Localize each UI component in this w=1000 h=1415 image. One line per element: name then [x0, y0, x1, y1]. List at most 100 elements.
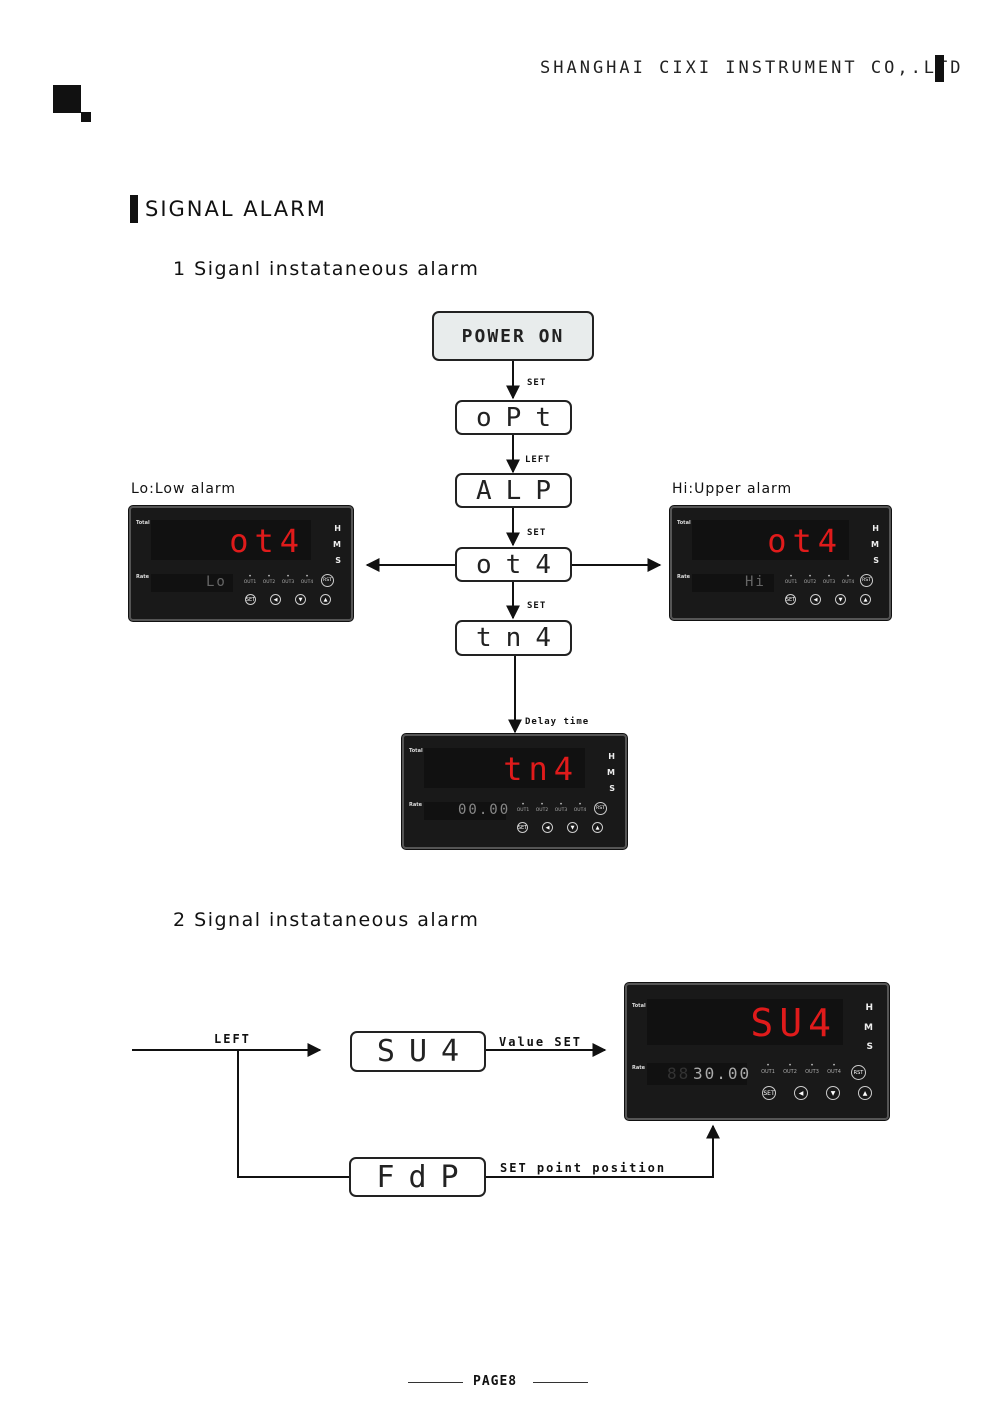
delay-time-label: Delay time [525, 717, 590, 727]
rate-display [151, 574, 233, 592]
set-button[interactable]: SET [762, 1086, 776, 1100]
power-on-box: POWER ON [432, 311, 594, 361]
total-label: Total [677, 520, 691, 526]
up-arrow-icon[interactable]: ▲ [860, 594, 871, 605]
low-alarm-label: Lo:Low alarm [131, 481, 237, 497]
rate-label: Rate [409, 802, 423, 808]
main-display [424, 748, 585, 788]
main-display [647, 999, 843, 1045]
subsection-title-1: 1 Siganl instataneous alarm [173, 258, 480, 280]
rate-label: Rate [136, 574, 150, 580]
out3-indicator: OUT3 [805, 1063, 819, 1075]
rate-display [424, 802, 506, 820]
left-label: LEFT [214, 1032, 251, 1046]
menu-box-opt: oPt [455, 400, 572, 435]
output-indicators: OUT1 OUT2 OUT3 OUT4 [243, 574, 314, 585]
down-arrow-icon[interactable]: ▼ [835, 594, 846, 605]
out1-indicator: OUT1 [784, 574, 798, 585]
arrow-label-set-1: SET [527, 378, 547, 388]
out3-indicator: OUT3 [281, 574, 295, 585]
menu-box-alp: ALP [455, 473, 572, 508]
menu-box-fdp: FdP [349, 1157, 486, 1197]
total-label: Total [409, 748, 423, 754]
main-display-value: SU4 [750, 1001, 837, 1045]
up-arrow-icon[interactable]: ▲ [320, 594, 331, 605]
rst-button[interactable]: RST [594, 802, 607, 815]
out4-indicator: OUT4 [573, 802, 587, 813]
rate-display [692, 574, 774, 592]
output-indicators: OUT1 OUT2 OUT3 OUT4 [784, 574, 855, 585]
value-set-label: Value SET [499, 1035, 583, 1049]
down-arrow-icon[interactable]: ▼ [295, 594, 306, 605]
out4-indicator: OUT4 [827, 1063, 841, 1075]
total-label: Total [632, 1003, 646, 1009]
main-display-value: ot4 [229, 522, 305, 560]
out3-indicator: OUT3 [554, 802, 568, 813]
meter-buttons: SET ◀ ▼ ▲ [245, 594, 331, 605]
rate-display-value: Hi [745, 574, 766, 590]
out1-indicator: OUT1 [243, 574, 257, 585]
main-display-value: ot4 [767, 522, 843, 560]
upper-alarm-label: Hi:Upper alarm [672, 481, 793, 497]
up-arrow-icon[interactable]: ▲ [858, 1086, 872, 1100]
out2-indicator: OUT2 [783, 1063, 797, 1075]
left-arrow-icon[interactable]: ◀ [270, 594, 281, 605]
rate-display-value: 30.00 [693, 1064, 752, 1083]
down-arrow-icon[interactable]: ▼ [826, 1086, 840, 1100]
set-button[interactable]: SET [245, 594, 256, 605]
down-arrow-icon[interactable]: ▼ [567, 822, 578, 833]
subsection-title-2: 2 Signal instataneous alarm [173, 909, 480, 931]
unit-h: H [872, 524, 879, 533]
footer-line-left [408, 1382, 463, 1383]
company-name: SHANGHAI CIXI INSTRUMENT CO,.LTD [540, 58, 964, 78]
rst-button[interactable]: RST [851, 1065, 866, 1080]
out1-indicator: OUT1 [516, 802, 530, 813]
unit-m: M [607, 768, 615, 777]
left-arrow-icon[interactable]: ◀ [794, 1086, 808, 1100]
left-arrow-icon[interactable]: ◀ [810, 594, 821, 605]
out2-indicator: OUT2 [535, 802, 549, 813]
main-display [692, 520, 849, 560]
meter-delay-time: Total tn4 H M S Rate 00.00 OUT1 OUT2 OUT… [402, 734, 627, 849]
header-accent-bar [935, 55, 944, 82]
out4-indicator: OUT4 [841, 574, 855, 585]
logo-dot-icon [81, 112, 91, 122]
arrow-label-left: LEFT [525, 455, 551, 465]
unit-m: M [864, 1023, 873, 1033]
rst-button[interactable]: RST [321, 574, 334, 587]
rate-display [647, 1063, 747, 1085]
up-arrow-icon[interactable]: ▲ [592, 822, 603, 833]
unit-s: S [866, 1042, 873, 1052]
meter-value-set: Total SU4 H M S Rate 88 30.00 OUT1 OUT2 … [625, 983, 889, 1120]
unit-m: M [871, 540, 879, 549]
arrow-label-set-2: SET [527, 528, 547, 538]
rate-label: Rate [632, 1065, 646, 1071]
rst-button[interactable]: RST [860, 574, 873, 587]
meter-buttons: SET ◀ ▼ ▲ [517, 822, 603, 833]
unit-h: H [334, 524, 341, 533]
output-indicators: OUT1 OUT2 OUT3 OUT4 [761, 1063, 841, 1075]
main-display [151, 520, 311, 560]
menu-box-tn4: tn4 [455, 620, 572, 656]
out2-indicator: OUT2 [262, 574, 276, 585]
meter-buttons: SET ◀ ▼ ▲ [785, 594, 871, 605]
meter-low-alarm: Total ot4 H M S Rate Lo OUT1 OUT2 OUT3 O… [129, 506, 353, 621]
output-indicators: OUT1 OUT2 OUT3 OUT4 [516, 802, 587, 813]
set-button[interactable]: SET [785, 594, 796, 605]
rate-display-value: Lo [206, 574, 227, 590]
meter-buttons: SET ◀ ▼ ▲ [762, 1086, 872, 1100]
out3-indicator: OUT3 [822, 574, 836, 585]
left-arrow-icon[interactable]: ◀ [542, 822, 553, 833]
rate-display-dim-digits: 88 [667, 1064, 691, 1083]
main-display-value: tn4 [503, 750, 579, 788]
unit-s: S [873, 556, 879, 565]
set-button[interactable]: SET [517, 822, 528, 833]
menu-box-ot4: ot4 [455, 547, 572, 582]
logo-square-icon [53, 85, 81, 113]
menu-box-su4: SU4 [350, 1031, 486, 1072]
footer-line-right [533, 1382, 588, 1383]
out1-indicator: OUT1 [761, 1063, 775, 1075]
arrow-label-set-3: SET [527, 601, 547, 611]
out4-indicator: OUT4 [300, 574, 314, 585]
